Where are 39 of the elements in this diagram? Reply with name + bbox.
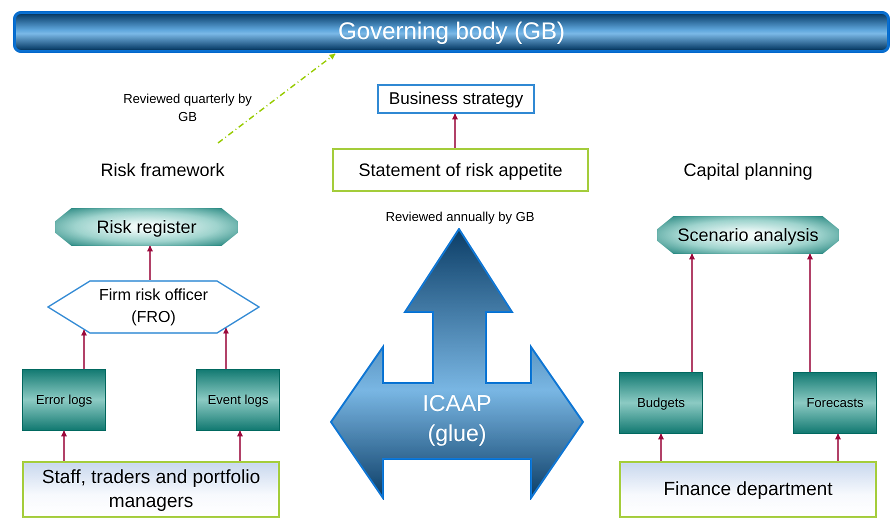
text-label: Reviewed quarterly by GB: [122, 90, 253, 126]
arrow: [835, 433, 841, 461]
node-label: ICAAP (glue): [421, 389, 493, 448]
arrow: [689, 253, 695, 372]
node-label: Governing body (GB): [338, 17, 565, 47]
node-label: Business strategy: [388, 88, 524, 110]
process-box: [619, 372, 703, 434]
process-box: [196, 369, 280, 431]
process-box: [22, 369, 106, 431]
node-label: Event logs: [206, 391, 270, 410]
node-label: Error logs: [34, 391, 94, 410]
node-label: Firm risk officer (FRO): [98, 286, 210, 328]
text-label: Reviewed annually by GB: [384, 208, 536, 226]
node-label: Staff, traders and portfolio managers: [40, 466, 262, 514]
node-label: Budgets: [636, 394, 686, 412]
text-label: Risk framework: [99, 159, 226, 182]
node-label: Finance department: [662, 478, 834, 502]
arrow: [81, 330, 87, 369]
three-pointed-shape: [330, 228, 584, 500]
node-label: Scenario analysis: [677, 224, 819, 247]
arrow: [658, 433, 664, 461]
text-label: Capital planning: [682, 159, 814, 182]
arrow: [61, 430, 67, 461]
node-label: Forecasts: [805, 394, 865, 412]
arrow: [218, 53, 336, 144]
process-box: [793, 372, 877, 434]
arrow: [452, 113, 458, 148]
node-label: Risk register: [96, 216, 197, 239]
node-label: Statement of risk appetite: [358, 158, 563, 182]
arrow: [223, 328, 229, 369]
hexagon-box: [47, 280, 260, 334]
title-banner: [13, 11, 890, 53]
process-box: [377, 84, 535, 114]
arrow: [807, 253, 813, 372]
process-box: [332, 148, 589, 192]
process-box: [619, 461, 877, 518]
process-box: [22, 461, 280, 518]
arrow: [237, 430, 243, 461]
arrow: [147, 245, 153, 280]
